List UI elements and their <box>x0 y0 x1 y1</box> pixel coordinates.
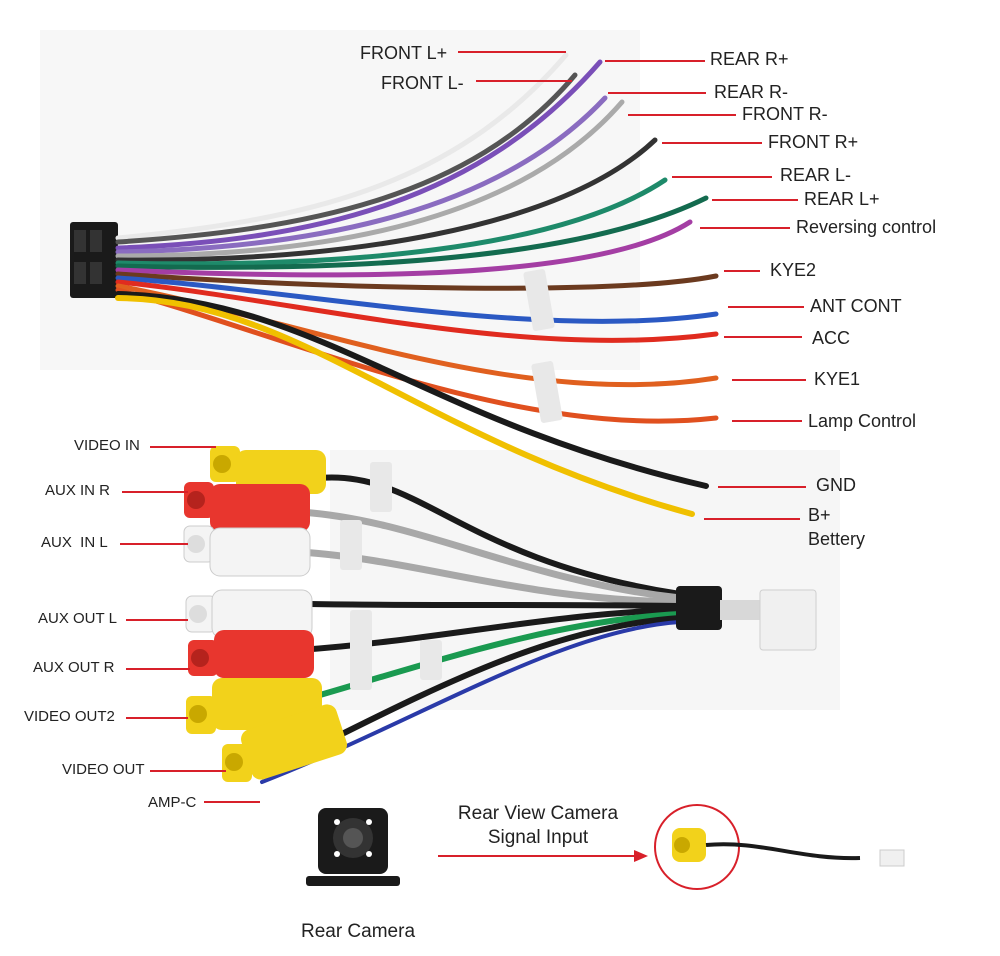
label-aux-out-r: AUX OUT R <box>33 659 115 676</box>
wire-rear-r-plus <box>115 59 603 251</box>
rca-plug-aux-out-r <box>188 630 314 678</box>
label-gnd: GND <box>816 475 856 495</box>
label-rear-l-plus: REAR L+ <box>804 189 880 209</box>
leader-aux-in-l <box>120 543 188 545</box>
wire-b-plus <box>115 295 695 517</box>
label-amp-c: AMP-C <box>148 794 197 811</box>
label-video-out2: VIDEO OUT2 <box>24 708 115 725</box>
wire-front-r-plus <box>115 137 658 263</box>
label-reversing-control: Reversing control <box>796 217 937 237</box>
label-rear-r-plus: REAR R+ <box>710 49 789 69</box>
label-kye1: KYE1 <box>814 369 861 389</box>
label-aux-in-r: AUX IN R <box>45 482 111 499</box>
rca-multi-connector <box>676 586 817 651</box>
label-acc: ACC <box>812 328 851 348</box>
leader-acc <box>724 336 802 338</box>
leader-kye2 <box>724 270 760 272</box>
label-b-plus: B+ <box>808 505 831 525</box>
caption-rear-camera: Rear Camera <box>300 921 416 942</box>
wire-rear-l-plus <box>115 195 709 270</box>
leader-lamp <box>732 420 802 422</box>
label-aux-out-l: AUX OUT L <box>38 610 117 627</box>
rca-plug-video-out <box>222 704 347 782</box>
leader-front-r-plus <box>662 142 762 144</box>
rca-plugs <box>183 446 347 782</box>
leader-rear-l-plus <box>712 199 798 201</box>
wire-front-r-minus <box>115 99 625 259</box>
wire-front-l-plus <box>115 52 569 241</box>
camera-signal-arrow <box>438 850 648 862</box>
caption-signal-line1: Rear View Camera <box>457 803 619 824</box>
wire-front-l-minus <box>115 72 578 245</box>
harness-tags <box>523 269 563 423</box>
leader-aux-out-l <box>126 619 188 621</box>
wire-rear-l-minus <box>115 177 668 267</box>
label-rear-l-minus: REAR L- <box>780 165 852 185</box>
wire-reversing <box>115 219 693 278</box>
harness-wires <box>115 52 719 517</box>
leader-video-out <box>150 770 226 772</box>
label-lamp-control: Lamp Control <box>808 411 917 431</box>
rca-plug-aux-in-l <box>183 525 311 577</box>
label-front-l-minus: FRONT L- <box>381 73 464 93</box>
label-ant-cont: ANT CONT <box>810 296 902 316</box>
leader-front-r-minus <box>628 114 736 116</box>
leader-front-l-plus <box>458 51 566 53</box>
label-video-out: VIDEO OUT <box>62 761 145 778</box>
wire-ant-cont <box>115 275 719 324</box>
rca-plug-video-in <box>210 446 326 494</box>
leader-reversing <box>700 227 790 229</box>
leader-b-plus <box>704 518 800 520</box>
rca-plug-aux-in-r <box>184 482 310 532</box>
leader-gnd <box>718 486 806 488</box>
main-harness-connector <box>70 222 118 298</box>
wire-gnd <box>115 291 709 489</box>
rear-camera-image <box>306 808 400 886</box>
label-front-r-minus: FRONT R- <box>742 104 828 124</box>
leader-video-in <box>150 446 216 448</box>
label-rear-r-minus: REAR R- <box>714 82 789 102</box>
label-front-l-plus: FRONT L+ <box>360 43 448 63</box>
label-battery: Bettery <box>808 529 866 549</box>
wire-acc <box>115 279 719 343</box>
rca-tags <box>340 462 442 690</box>
label-aux-in-l: AUX IN L <box>41 534 108 551</box>
label-front-r-plus: FRONT R+ <box>768 132 859 152</box>
leader-ant-cont <box>728 306 804 308</box>
rca-plug-aux-out-l <box>185 589 313 639</box>
wire-kye2 <box>115 271 719 291</box>
leader-kye1 <box>732 379 806 381</box>
camera-signal-input-image <box>654 804 905 890</box>
leader-aux-in-r <box>122 491 188 493</box>
leader-aux-out-r <box>126 668 190 670</box>
wire-rear-r-minus <box>115 95 608 255</box>
caption-signal-line2: Signal Input <box>487 827 589 848</box>
leader-rear-l-minus <box>672 176 772 178</box>
leader-amp-c <box>204 801 260 803</box>
label-kye2: KYE2 <box>770 260 817 280</box>
leader-rear-r-minus <box>608 92 706 94</box>
label-video-in: VIDEO IN <box>74 437 140 454</box>
leader-video-out2 <box>126 717 188 719</box>
leader-front-l-minus <box>476 80 572 82</box>
leader-rear-r-plus <box>605 60 705 62</box>
